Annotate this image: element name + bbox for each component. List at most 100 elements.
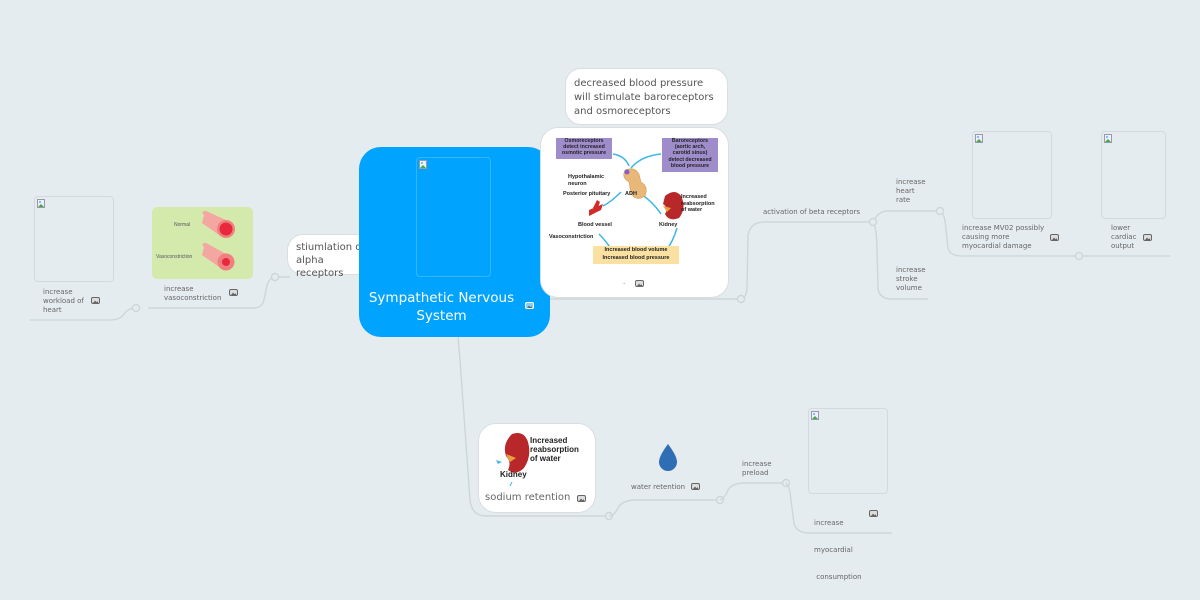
text-line: (aortic arch, [674, 144, 706, 151]
image-icon[interactable] [1143, 234, 1152, 241]
node-mvo2[interactable]: increase MV02 possibly causing more myoc… [962, 224, 1044, 251]
knob-vaso [131, 303, 141, 313]
adh-label: ADH [625, 191, 637, 197]
text-line: of water [530, 454, 561, 463]
image-placeholder-cardiac-output [1101, 131, 1166, 219]
label-line: increase [43, 288, 73, 296]
alpha-label: stiumlation of alpha receptors [296, 242, 365, 279]
node-preload[interactable]: increase preload [742, 460, 772, 478]
label-line: increase [814, 519, 844, 527]
water-drop-icon [659, 444, 677, 471]
broken-image-icon [1104, 134, 1112, 143]
text-line: reabsorption [681, 200, 715, 207]
kidney-label: Kidney [659, 222, 678, 228]
image-icon[interactable] [635, 280, 644, 287]
kidney-illustration [496, 433, 530, 487]
adh-pathway-illustration [589, 153, 684, 253]
node-heart-rate[interactable]: increase heart rate [896, 178, 926, 205]
kidney-image: Increased reabsorption of water Kidney [494, 430, 582, 492]
label-line: volume [896, 284, 922, 292]
node-beta-receptors[interactable]: activation of beta receptors [763, 208, 861, 216]
vessel-illustration [202, 211, 235, 271]
node-myocardial-consumption[interactable]: increase myocardial consumption [814, 501, 862, 591]
text-line: detect increased [563, 144, 605, 151]
label-line: myocardial [814, 546, 853, 554]
label-line: cardiac [1111, 233, 1137, 241]
image-icon[interactable] [869, 510, 878, 517]
baro-label: decreased blood pressure will stimulate … [574, 78, 714, 117]
central-topic-title: Sympathetic Nervous System [368, 290, 515, 324]
diagram-caption: . [623, 278, 626, 286]
node-workload-label[interactable]: increase workload of heart [43, 288, 84, 315]
hypothalamic-label: Hypothalamic neuron [568, 174, 604, 187]
image-placeholder-myocardial [808, 408, 888, 494]
image-placeholder-workload [34, 196, 114, 282]
node-water-retention[interactable]: water retention [631, 483, 686, 491]
knob-alpha [270, 272, 280, 282]
label-line: preload [742, 469, 769, 477]
broken-image-icon [419, 160, 427, 169]
link-vaso-workload [30, 307, 137, 321]
label-line: stroke [896, 275, 918, 283]
broken-image-icon [975, 134, 983, 143]
label-line: increase [896, 266, 926, 274]
text-line: Baroreceptors [671, 138, 709, 144]
label-line: heart [896, 187, 915, 195]
text-line: Hypothalamic [568, 174, 605, 180]
link-beta-sv [872, 221, 928, 300]
text-line: Increased blood volume [604, 247, 668, 253]
broken-image-icon [37, 199, 45, 208]
central-image-placeholder [416, 157, 491, 277]
link-water-preload [719, 482, 786, 501]
posterior-pituitary-label: Posterior pituitary [563, 191, 611, 197]
node-cardiac-output[interactable]: lower cardiac output [1111, 224, 1136, 251]
text-line: reabsorption [530, 445, 579, 454]
text-line: detect decreased [668, 156, 712, 163]
label-line: heart [43, 306, 62, 314]
text-line: osmotic pressure [561, 150, 607, 157]
vasoconstriction-image: Normal Vasoconstriction [152, 207, 253, 279]
label-line: myocardial damage [962, 242, 1032, 250]
text-line: Increased blood pressure [602, 255, 670, 261]
node-stroke-volume[interactable]: increase stroke volume [896, 266, 926, 293]
vasoconstriction-label: Vasoconstriction [156, 254, 193, 260]
reabsorption-label: Increased reabsorption of water [530, 436, 579, 463]
link-beta-hr [872, 210, 940, 223]
image-icon[interactable] [577, 495, 586, 502]
label-line: consumption [814, 573, 862, 581]
label-line: increase [896, 178, 926, 186]
label-line: increase MV02 possibly [962, 224, 1045, 232]
link-central-sodium [457, 336, 609, 517]
blood-vessel-label: Blood vessel [578, 222, 612, 228]
text-line: of water [681, 207, 703, 213]
image-icon[interactable] [691, 483, 700, 490]
image-icon[interactable] [525, 302, 534, 309]
kidney-label: Kidney [500, 470, 527, 479]
label-line: output [1111, 242, 1135, 250]
node-baro-diagram[interactable]: Osmoreceptors detect increased osmotic p… [540, 127, 729, 298]
central-topic[interactable]: Sympathetic Nervous System [359, 147, 550, 337]
label-text: increase vasoconstriction [164, 285, 222, 302]
sodium-label: sodium retention [485, 492, 571, 503]
vasoconstriction-label: Vasoconstriction [549, 234, 594, 240]
text-line: blood pressure [670, 162, 710, 169]
label-line: causing more [962, 233, 1010, 241]
node-baro-label[interactable]: decreased blood pressure will stimulate … [565, 68, 728, 125]
label-line: rate [896, 196, 911, 204]
image-placeholder-mvo2 [972, 131, 1052, 219]
image-icon[interactable] [1050, 234, 1059, 241]
normal-label: Normal [174, 222, 191, 228]
reabsorption-label: Increased reabsorption of water [681, 194, 715, 214]
image-icon[interactable] [229, 289, 238, 296]
node-sodium-retention[interactable]: Increased reabsorption of water Kidney s… [478, 423, 596, 513]
baroreceptors-box: Baroreceptors (aortic arch, carotid sinu… [662, 138, 718, 172]
osmoreceptors-box: Osmoreceptors detect increased osmotic p… [556, 138, 612, 159]
text-line: neuron [568, 180, 587, 187]
label-line: increase [742, 460, 772, 468]
node-vasoconstriction-label[interactable]: increase vasoconstriction [164, 285, 234, 303]
link-preload-consumption [785, 482, 892, 534]
image-icon[interactable] [91, 297, 100, 304]
result-box: Increased blood volume Increased blood p… [593, 246, 679, 264]
link-baro-beta [740, 221, 873, 300]
